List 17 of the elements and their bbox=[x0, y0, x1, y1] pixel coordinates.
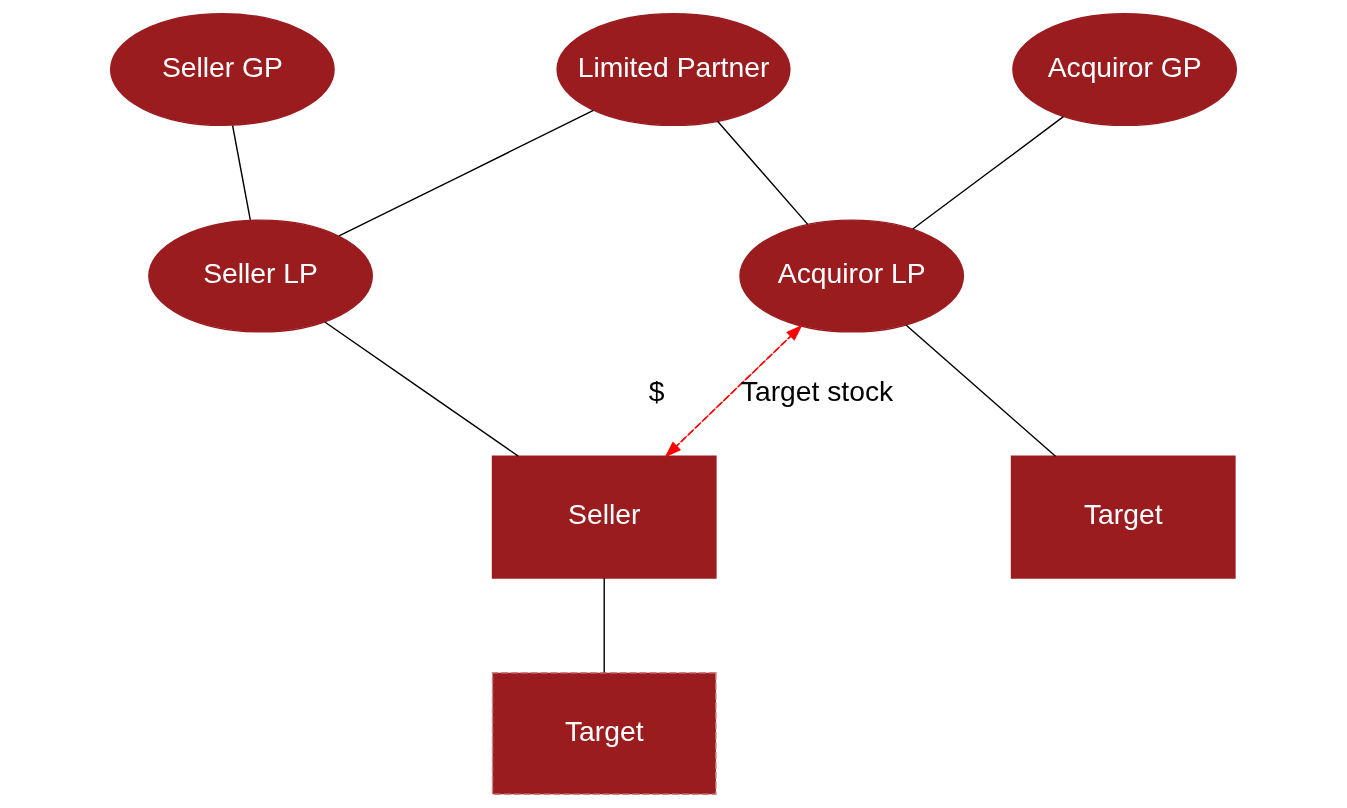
node-box: Seller bbox=[491, 455, 717, 579]
connector bbox=[912, 115, 1065, 230]
node-ellipse: Acquiror LP bbox=[739, 219, 965, 333]
node-ellipse: Acquiror GP bbox=[1012, 13, 1238, 127]
connector bbox=[231, 124, 251, 221]
node-ellipse: Seller GP bbox=[109, 13, 335, 127]
node-ellipse: Limited Partner bbox=[556, 13, 791, 127]
connector bbox=[716, 120, 809, 225]
connector bbox=[905, 324, 1057, 457]
node-box: Target bbox=[491, 672, 717, 795]
edge-label: $ bbox=[648, 375, 665, 408]
connector bbox=[324, 321, 519, 457]
connector bbox=[603, 577, 605, 674]
node-box: Target bbox=[1010, 455, 1236, 579]
node-ellipse: Seller LP bbox=[148, 219, 373, 333]
edge-label: Target stock bbox=[740, 375, 894, 408]
connector bbox=[338, 109, 595, 237]
